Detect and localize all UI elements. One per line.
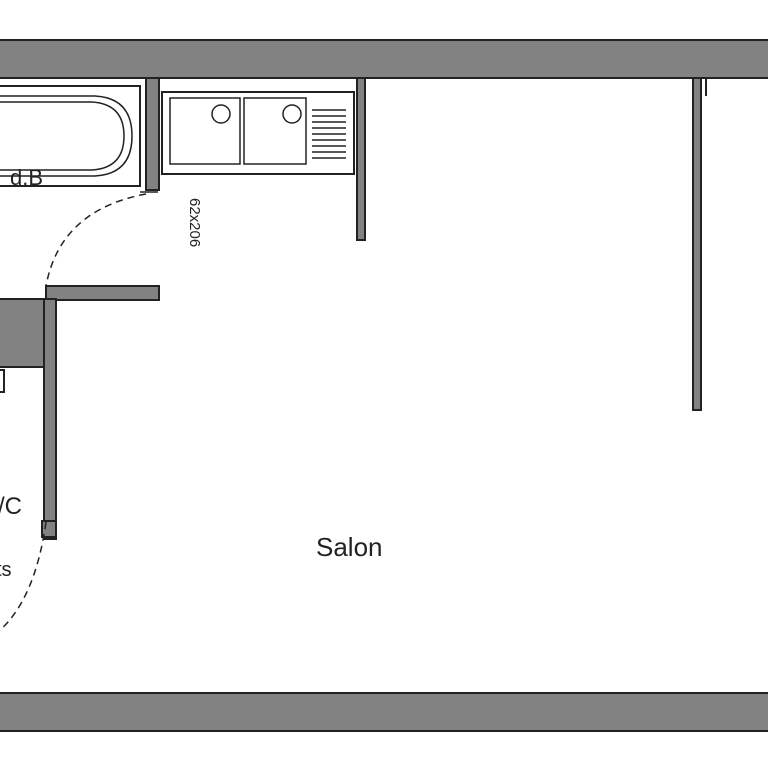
bottom-wall [0,692,768,732]
right-partition-wall [692,77,702,411]
wc-side-wall [43,298,57,540]
cut-room-label: ts [0,559,12,581]
kitchen-side-wall [356,77,366,241]
bath-kitchen-partition [145,77,160,191]
wc-fixture [0,369,5,393]
wc-door-swing [0,521,47,632]
bathroom-label: d.B [10,165,43,190]
kitchen-sink [161,91,355,175]
top-wall [0,39,768,79]
bathroom-door-swing [45,191,158,287]
salon-label: Salon [316,532,383,562]
sink-drain-right [282,104,302,124]
wc-label: /C [0,493,22,520]
corridor-wall [45,285,160,301]
sink-drain-left [211,104,231,124]
door-dimension-label: 62x206 [186,198,203,247]
bathtub [0,85,141,187]
